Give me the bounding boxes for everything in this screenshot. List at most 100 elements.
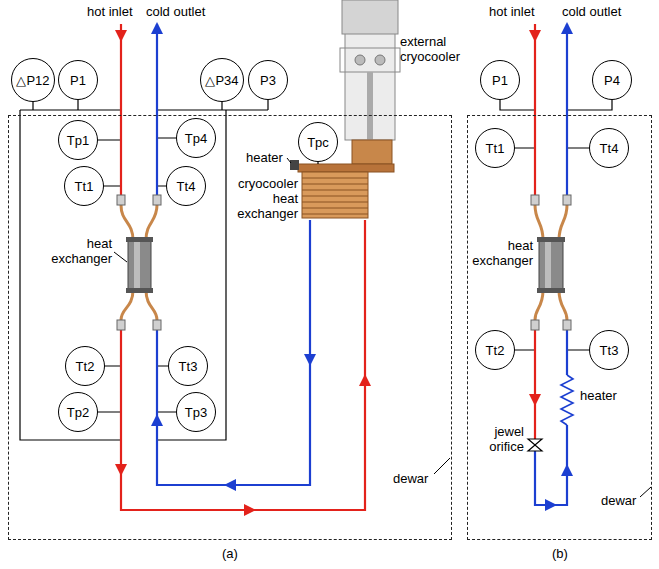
cryocooler-part (375, 55, 385, 65)
cryocooler-part (340, 48, 400, 72)
sensor-label: Tt4 (600, 141, 619, 156)
sensor-circle: Tt3 (589, 330, 629, 370)
sensor-circle: Tt4 (589, 128, 629, 168)
sensor-circle: Tt4 (166, 166, 206, 206)
hot-line-part (534, 24, 536, 439)
cryocooler-part (302, 172, 368, 218)
sensor-label: P3 (260, 73, 276, 88)
sensor-wires-part (20, 80, 268, 440)
cryocooler-part (302, 178, 368, 214)
part-label: cold outlet (562, 4, 621, 19)
leader-lines-part (114, 158, 651, 497)
hot-line (121, 24, 535, 510)
sensor-circle: P1 (480, 60, 520, 100)
cold-line (157, 24, 573, 505)
sensor-label: Tp1 (67, 133, 89, 148)
heat-exchanger-body-part (134, 242, 140, 288)
hot-arrowheads-part (529, 30, 541, 42)
sensor-wires-part (78, 138, 318, 412)
sensor-circle: P1 (58, 60, 98, 100)
sensor-circle: Tt2 (475, 330, 515, 370)
part-label: cryocooler heat exchanger (228, 176, 298, 221)
fitting-part (117, 320, 125, 330)
sensor-label: Tp2 (67, 405, 89, 420)
sensor-label: Tt1 (486, 141, 505, 156)
sensor-label: P4 (604, 73, 620, 88)
sensor-circle: Tp1 (58, 120, 98, 160)
part-label: hot inlet (489, 4, 535, 19)
sensor-circle: Tpc (298, 122, 338, 162)
sensor-wires (20, 80, 612, 440)
part-label: external cryocooler (400, 34, 470, 64)
cryocooler-part (367, 72, 373, 140)
orifice-symbol-part (528, 445, 542, 451)
hot-arrowheads-part (244, 504, 256, 516)
part-label: (b) (552, 546, 568, 561)
part-label: heat exchanger (463, 238, 533, 268)
sensor-label: △P12 (16, 73, 49, 88)
fitting (117, 195, 571, 330)
sensor-label: P1 (492, 73, 508, 88)
sensor-circle: Tt2 (65, 346, 105, 386)
cold-arrowheads-part (151, 414, 163, 426)
dewar-boundary: dewar Tp1Tt1 Tp4Tt4 TpcTt2Tp2 Tt3Tp3 (8, 115, 452, 540)
cold-arrowheads (151, 22, 573, 511)
sensor-circle: Tt1 (64, 166, 104, 206)
copper-tube-part (535, 205, 567, 320)
sensor-label: Tp4 (185, 131, 207, 146)
sensor-label: Tt1 (75, 179, 94, 194)
leader-lines (114, 158, 651, 497)
part-label: jewel orifice (472, 424, 524, 454)
sensor-label: P1 (70, 73, 86, 88)
heat-exchanger-body-part (537, 237, 565, 242)
sensor-label: Tt3 (600, 343, 619, 358)
heat-exchanger-body-part (126, 288, 153, 293)
fitting-part (563, 195, 571, 205)
hot-line-part (121, 24, 365, 510)
sensor-circle: Tp4 (176, 118, 216, 158)
sensor-wires-part (495, 80, 612, 350)
cold-arrowheads-part (304, 354, 316, 366)
sensor-label: Tt2 (76, 359, 95, 374)
cold-arrowheads-part (561, 22, 573, 34)
sensor-circle: Tt1 (475, 128, 515, 168)
sensor-label: Tt2 (486, 343, 505, 358)
part-label: hot inlet (87, 4, 133, 19)
sensor-circle: △P34 (200, 58, 244, 102)
heat-exchanger-body (126, 237, 565, 293)
fitting-part (531, 320, 539, 330)
cold-arrowheads-part (545, 499, 557, 511)
cryocooler-part (290, 160, 299, 170)
sensor-circle: P4 (592, 60, 632, 100)
part-label: cold outlet (146, 4, 205, 19)
sensor-label: Tpc (307, 135, 329, 150)
cold-line-part (157, 24, 310, 485)
cold-arrowheads-part (151, 22, 163, 34)
sensor-circle: P3 (248, 60, 288, 100)
hot-arrowheads-part (359, 374, 371, 386)
copper-tube (121, 205, 567, 320)
sensor-circle: Tp2 (58, 392, 98, 432)
fitting-part (531, 195, 539, 205)
part-label: heater (246, 150, 283, 165)
sensor-label: Tt4 (177, 179, 196, 194)
hot-arrowheads (115, 30, 541, 516)
heat-exchanger-body-part (126, 237, 153, 242)
dewar-boundary: dewar Tt1 Tt4Tt2 Tt3 (467, 115, 652, 540)
part-label: (a) (222, 546, 238, 561)
hot-arrowheads-part (115, 30, 127, 42)
fitting-part (563, 320, 571, 330)
dewar-label: dewar (601, 493, 636, 508)
sensor-label: Tp3 (185, 405, 207, 420)
cold-line-part (561, 375, 573, 425)
cryocooler-part (298, 164, 394, 172)
dewar-label: dewar (393, 471, 428, 486)
hot-arrowheads-part (115, 464, 127, 476)
cryocooler-part (342, 0, 398, 34)
sensor-label: Tt3 (179, 359, 198, 374)
sensor-label: △P34 (205, 73, 238, 88)
cold-arrowheads-part (224, 479, 236, 491)
copper-tube-part (121, 205, 157, 320)
